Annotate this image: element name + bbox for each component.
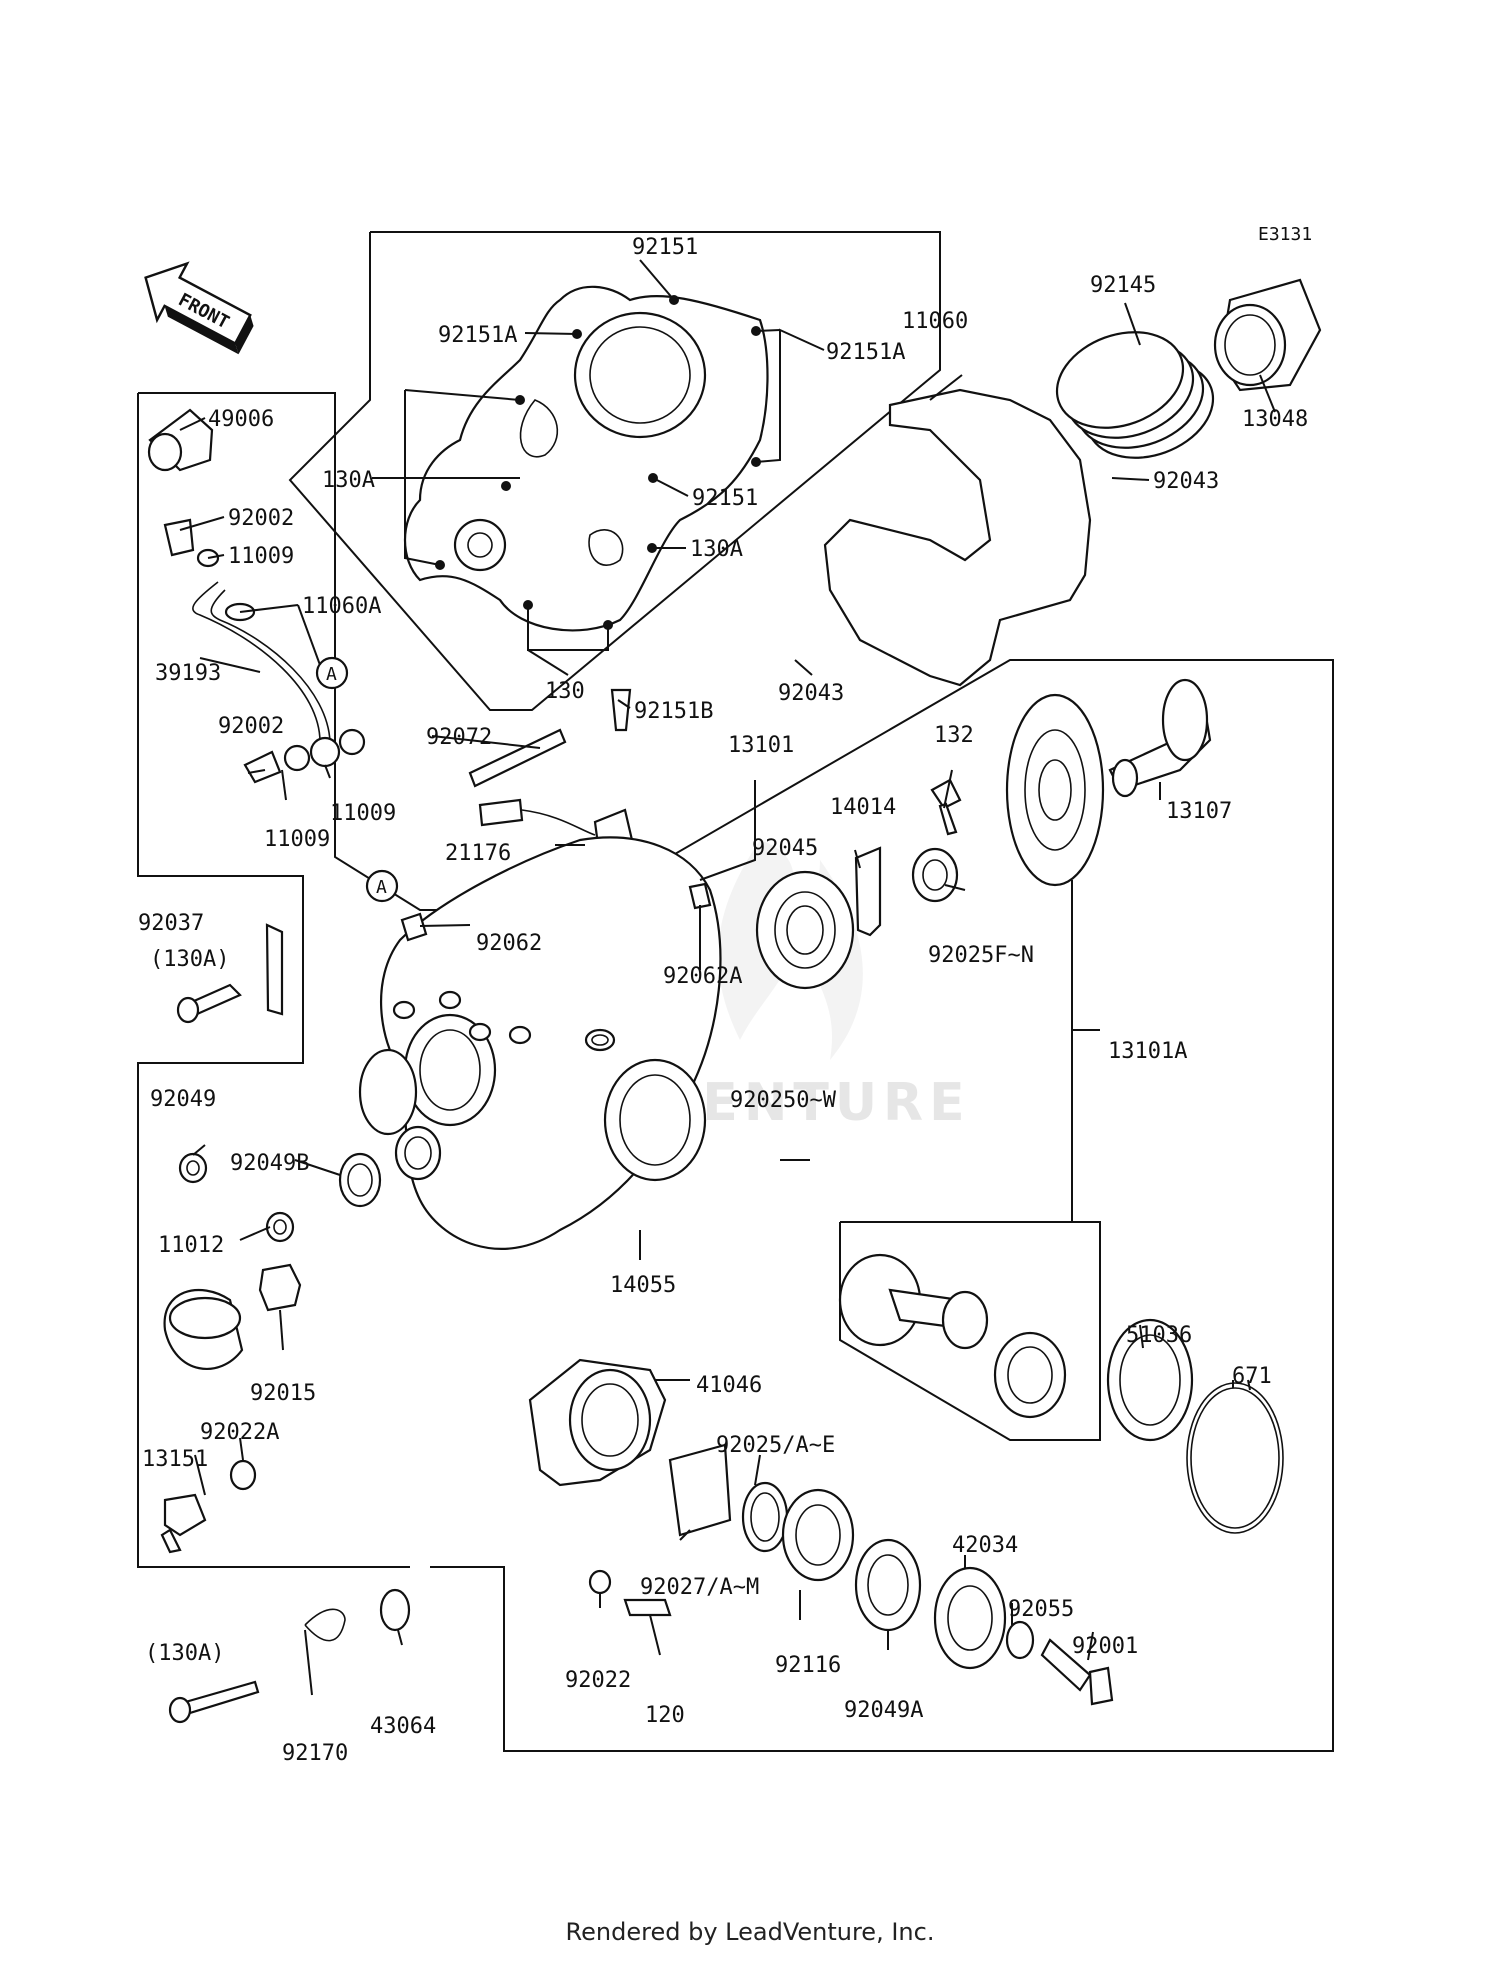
label-11060a: 11060A	[302, 594, 381, 619]
label-130a-b: (130A)	[145, 1641, 224, 1666]
label-92037: 92037	[138, 911, 204, 936]
rear-parts	[168, 1318, 1284, 1724]
label-92015: 92015	[250, 1381, 316, 1406]
spring-92145	[1055, 331, 1215, 459]
label-14055: 14055	[610, 1273, 676, 1298]
label-130a-a: (130A)	[150, 947, 229, 972]
label-92151a-left: 92151A	[438, 323, 517, 348]
label-92151-mid: 92151	[692, 486, 758, 511]
label-11012: 11012	[158, 1233, 224, 1258]
label-41046: 41046	[696, 1373, 762, 1398]
label-14014: 14014	[830, 795, 896, 820]
gear-case-housing	[358, 836, 722, 1250]
label-92022: 92022	[565, 1668, 631, 1693]
right-frame	[430, 659, 1334, 1752]
callout-a-upper: A	[326, 664, 337, 685]
label-11009-b: 11009	[264, 827, 330, 852]
label-39193: 39193	[155, 661, 221, 686]
ring-gear-parts	[1005, 678, 1212, 887]
label-92025-a-e: 92025/A~E	[716, 1433, 835, 1458]
gasket-11060	[823, 388, 1092, 687]
label-92043-right: 92043	[1153, 469, 1219, 494]
label-92170: 92170	[282, 1741, 348, 1766]
label-13101: 13101	[728, 733, 794, 758]
label-92001: 92001	[1072, 1634, 1138, 1659]
label-92116: 92116	[775, 1653, 841, 1678]
pinion-subframe	[839, 1221, 1101, 1441]
label-92151a-right: 92151A	[826, 340, 905, 365]
label-92049b: 92049B	[230, 1151, 309, 1176]
left-parts	[160, 923, 382, 1554]
label-49006: 49006	[208, 407, 274, 432]
label-92027-a-m: 92027/A~M	[640, 1575, 759, 1600]
label-130a-left: 130A	[322, 468, 375, 493]
part-labels: 92151 92151A 92151A 11060 92145 13048 49…	[138, 235, 1308, 1766]
label-43064: 43064	[370, 1714, 436, 1739]
label-11060: 11060	[902, 309, 968, 334]
label-42034: 42034	[952, 1533, 1018, 1558]
ring-gear	[1005, 693, 1105, 887]
left-frame	[137, 393, 410, 1568]
label-92002-mid: 92002	[218, 714, 284, 739]
cover-frame	[288, 231, 941, 711]
label-92055: 92055	[1008, 1597, 1074, 1622]
label-21176: 21176	[445, 841, 511, 866]
label-11009-a: 11009	[330, 801, 396, 826]
label-92045: 92045	[752, 836, 818, 861]
callout-a-lower: A	[376, 877, 387, 898]
label-92145: 92145	[1090, 273, 1156, 298]
label-92043-mid: 92043	[778, 681, 844, 706]
label-92062: 92062	[476, 931, 542, 956]
label-130a-right: 130A	[690, 537, 743, 562]
label-13048: 13048	[1242, 407, 1308, 432]
pinion-assembly	[838, 1253, 1067, 1419]
label-671: 671	[1232, 1364, 1272, 1389]
diagram-ref: E3131	[1258, 224, 1312, 245]
footer-text: Rendered by LeadVenture, Inc.	[565, 1918, 935, 1946]
label-92072: 92072	[426, 725, 492, 750]
label-92002-top: 92002	[228, 506, 294, 531]
leader-lines	[179, 259, 1276, 1696]
label-13151: 13151	[142, 1447, 208, 1472]
label-13107: 13107	[1166, 799, 1232, 824]
label-92062a: 92062A	[663, 964, 742, 989]
label-920250-w: 920250~W	[730, 1088, 837, 1113]
label-92049a: 92049A	[844, 1698, 923, 1723]
label-13101a: 13101A	[1108, 1039, 1187, 1064]
gear-case-cover	[403, 285, 769, 632]
label-130: 130	[545, 679, 585, 704]
label-92025f-n: 92025F~N	[928, 943, 1034, 968]
label-120: 120	[645, 1703, 685, 1728]
label-11009-top: 11009	[228, 544, 294, 569]
front-arrow-icon: FRONT	[144, 261, 254, 355]
breather-parts: A	[147, 408, 366, 784]
label-51036: 51036	[1126, 1323, 1192, 1348]
label-132: 132	[934, 723, 974, 748]
label-92022a: 92022A	[200, 1420, 279, 1445]
label-92049: 92049	[150, 1087, 216, 1112]
label-92151b: 92151B	[634, 699, 713, 724]
label-92151-top: 92151	[632, 235, 698, 260]
cam-13048	[1213, 278, 1322, 392]
